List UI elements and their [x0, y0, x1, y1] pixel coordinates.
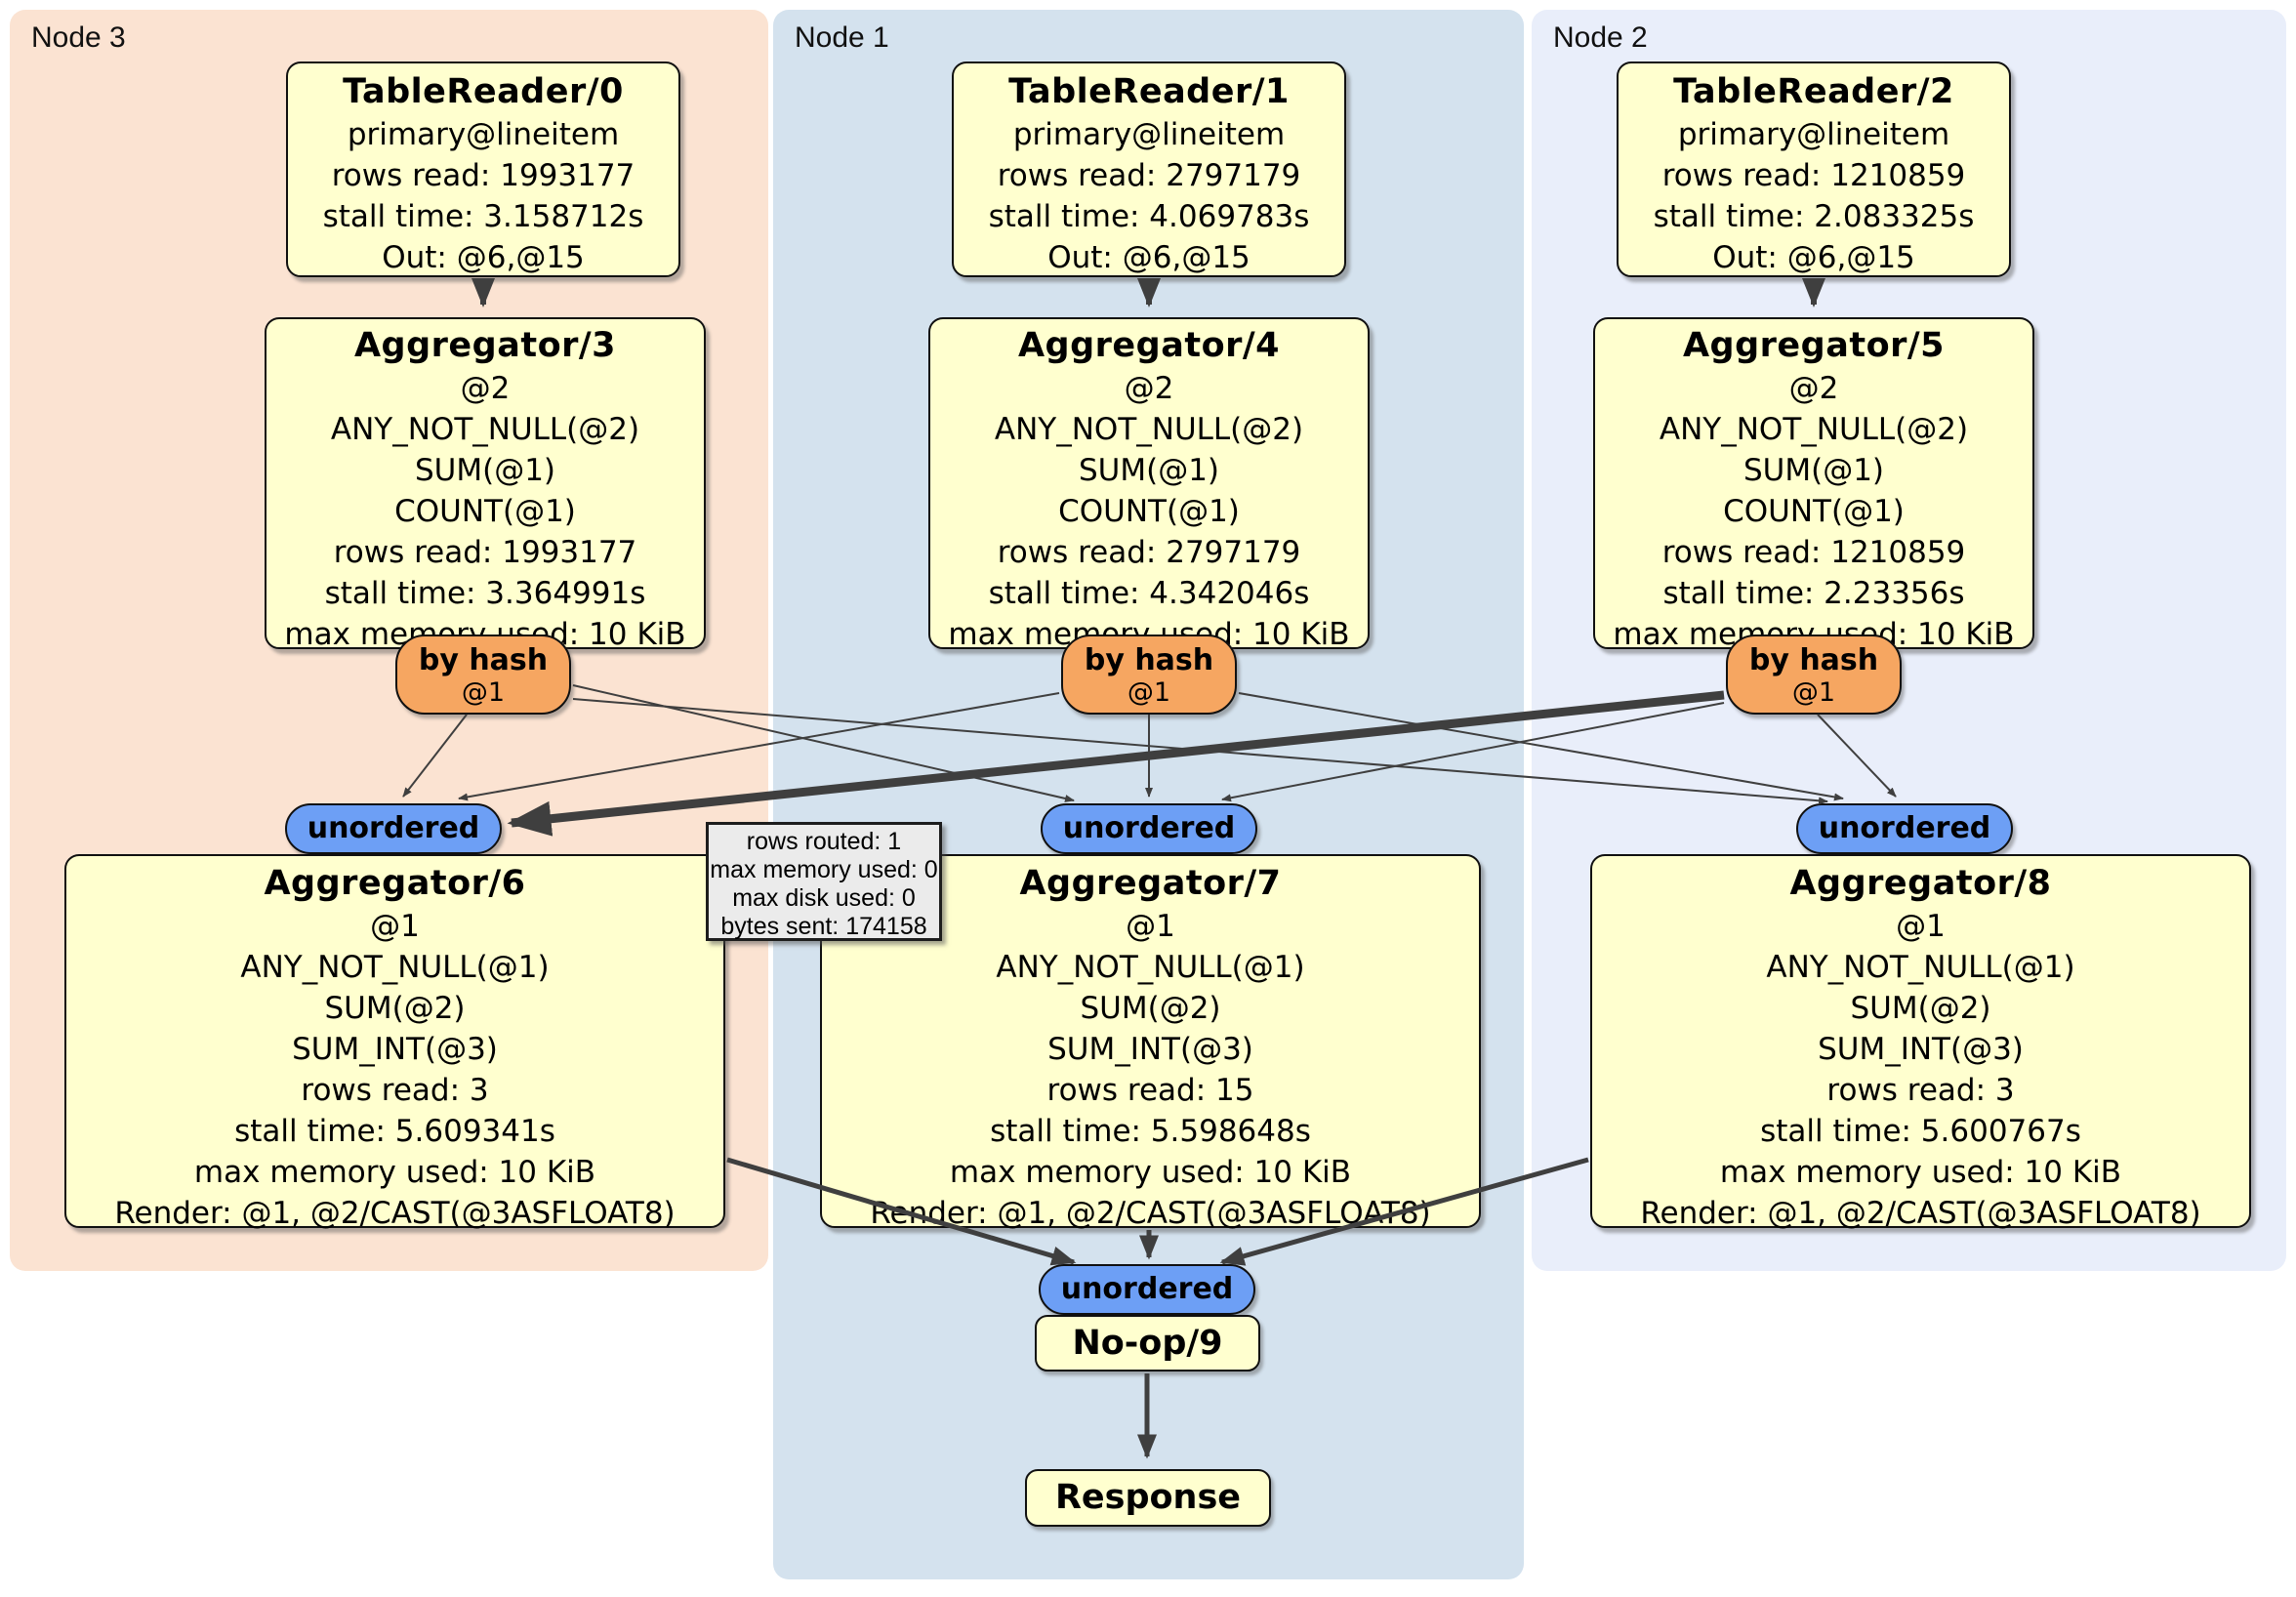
agg-fn-line: SUM(@1) [414, 453, 556, 488]
stall-time-line: stall time: 2.083325s [1653, 199, 1975, 234]
rows-read-line: rows read: 1993177 [333, 535, 637, 570]
stall-time-line: stall time: 5.598648s [990, 1114, 1311, 1149]
out-line: Out: @6,@15 [1712, 240, 1915, 275]
node-title: Aggregator/6 [264, 864, 526, 903]
node-title: Aggregator/7 [1019, 864, 1282, 903]
router-by-hash-node2[interactable]: by hash @1 [1726, 635, 1902, 715]
rows-read-line: rows read: 1993177 [331, 158, 636, 193]
rows-read-line: rows read: 1210859 [1661, 158, 1966, 193]
plan-node-aggregator-8[interactable]: Aggregator/8 @1 ANY_NOT_NULL(@1) SUM(@2)… [1590, 854, 2251, 1231]
bytes-sent-stat: bytes sent: 174158 [720, 913, 927, 940]
plan-node-aggregator-5[interactable]: Aggregator/5 @2 ANY_NOT_NULL(@2) SUM(@1)… [1593, 317, 2034, 652]
node-title: TableReader/2 [1673, 72, 1954, 111]
agg-fn-line: SUM(@2) [324, 991, 466, 1026]
group-col-line: @2 [1788, 371, 1839, 406]
plan-node-aggregator-3[interactable]: Aggregator/3 @2 ANY_NOT_NULL(@2) SUM(@1)… [265, 317, 706, 652]
router-key: @1 [461, 677, 506, 708]
router-key: @1 [1127, 677, 1171, 708]
agg-fn-line: ANY_NOT_NULL(@2) [994, 412, 1304, 447]
router-label: by hash [1084, 643, 1214, 677]
max-disk-stat: max disk used: 0 [732, 884, 916, 912]
group-col-line: @1 [370, 909, 420, 944]
stall-time-line: stall time: 4.342046s [988, 576, 1310, 611]
max-memory-line: max memory used: 10 KiB [1719, 1155, 2122, 1190]
max-memory-line: max memory used: 10 KiB [193, 1155, 596, 1190]
agg-fn-line: SUM_INT(@3) [292, 1032, 498, 1067]
sync-unordered-node2[interactable]: unordered [1796, 803, 2013, 854]
plan-node-response[interactable]: Response [1025, 1469, 1271, 1527]
agg-fn-line: SUM(@1) [1078, 453, 1220, 488]
sync-unordered-node3[interactable]: unordered [285, 803, 502, 854]
plan-node-noop-9[interactable]: No-op/9 [1035, 1315, 1260, 1372]
plan-node-tablereader-0[interactable]: TableReader/0 primary@lineitem rows read… [286, 61, 680, 277]
rows-read-line: rows read: 2797179 [997, 535, 1301, 570]
rows-read-line: rows read: 3 [1826, 1073, 2015, 1108]
region-label-node2: Node 2 [1553, 21, 1648, 54]
region-label-node1: Node 1 [795, 21, 889, 54]
node-title: Aggregator/4 [1017, 326, 1281, 365]
agg-fn-line: SUM_INT(@3) [1047, 1032, 1253, 1067]
router-by-hash-node3[interactable]: by hash @1 [395, 635, 571, 715]
router-by-hash-node1[interactable]: by hash @1 [1061, 635, 1237, 715]
agg-fn-line: COUNT(@1) [394, 494, 576, 529]
agg-fn-line: SUM(@2) [1850, 991, 1991, 1026]
stall-time-line: stall time: 3.364991s [324, 576, 646, 611]
stall-time-line: stall time: 5.600767s [1760, 1114, 2081, 1149]
stall-time-line: stall time: 5.609341s [234, 1114, 555, 1149]
out-line: Out: @6,@15 [1047, 240, 1250, 275]
stall-time-line: stall time: 2.23356s [1662, 576, 1965, 611]
group-col-line: @2 [1124, 371, 1174, 406]
router-key: @1 [1791, 677, 1836, 708]
group-col-line: @2 [460, 371, 511, 406]
agg-fn-line: ANY_NOT_NULL(@1) [996, 950, 1305, 985]
agg-fn-line: COUNT(@1) [1723, 494, 1905, 529]
max-memory-stat: max memory used: 0 [710, 856, 938, 883]
rows-read-line: rows read: 15 [1046, 1073, 1254, 1108]
router-label: by hash [418, 643, 549, 677]
agg-fn-line: SUM_INT(@3) [1818, 1032, 2024, 1067]
agg-fn-line: ANY_NOT_NULL(@2) [1659, 412, 1969, 447]
render-line: Render: @1, @2/CAST(@3ASFLOAT8) [114, 1196, 676, 1231]
stall-time-line: stall time: 4.069783s [988, 199, 1310, 234]
node-title: Aggregator/3 [353, 326, 617, 365]
max-memory-line: max memory used: 10 KiB [949, 1155, 1352, 1190]
region-label-node3: Node 3 [31, 21, 126, 54]
rows-read-line: rows read: 3 [301, 1073, 489, 1108]
rows-read-line: rows read: 2797179 [997, 158, 1301, 193]
index-line: primary@lineitem [347, 117, 620, 152]
node-title: TableReader/0 [343, 72, 624, 111]
agg-fn-line: COUNT(@1) [1058, 494, 1240, 529]
node-title: Aggregator/5 [1682, 326, 1946, 365]
out-line: Out: @6,@15 [382, 240, 585, 275]
agg-fn-line: ANY_NOT_NULL(@1) [1766, 950, 2075, 985]
agg-fn-line: ANY_NOT_NULL(@2) [330, 412, 640, 447]
rows-read-line: rows read: 1210859 [1661, 535, 1966, 570]
plan-node-tablereader-2[interactable]: TableReader/2 primary@lineitem rows read… [1617, 61, 2011, 277]
plan-node-aggregator-6[interactable]: Aggregator/6 @1 ANY_NOT_NULL(@1) SUM(@2)… [64, 854, 725, 1231]
render-line: Render: @1, @2/CAST(@3ASFLOAT8) [870, 1196, 1431, 1231]
router-label: by hash [1748, 643, 1879, 677]
node-title: TableReader/1 [1008, 72, 1290, 111]
edge-stats-tooltip: rows routed: 1 max memory used: 0 max di… [706, 822, 942, 941]
rows-routed-stat: rows routed: 1 [746, 828, 902, 855]
stall-time-line: stall time: 3.158712s [322, 199, 644, 234]
render-line: Render: @1, @2/CAST(@3ASFLOAT8) [1640, 1196, 2201, 1231]
group-col-line: @1 [1896, 909, 1946, 944]
index-line: primary@lineitem [1012, 117, 1286, 152]
sync-unordered-final[interactable]: unordered [1039, 1264, 1255, 1315]
node-title: Aggregator/8 [1789, 864, 2052, 903]
plan-node-tablereader-1[interactable]: TableReader/1 primary@lineitem rows read… [952, 61, 1346, 277]
group-col-line: @1 [1126, 909, 1175, 944]
agg-fn-line: SUM(@1) [1742, 453, 1885, 488]
sync-unordered-node1[interactable]: unordered [1041, 803, 1257, 854]
index-line: primary@lineitem [1677, 117, 1950, 152]
plan-node-aggregator-4[interactable]: Aggregator/4 @2 ANY_NOT_NULL(@2) SUM(@1)… [928, 317, 1370, 652]
agg-fn-line: SUM(@2) [1080, 991, 1221, 1026]
agg-fn-line: ANY_NOT_NULL(@1) [240, 950, 550, 985]
